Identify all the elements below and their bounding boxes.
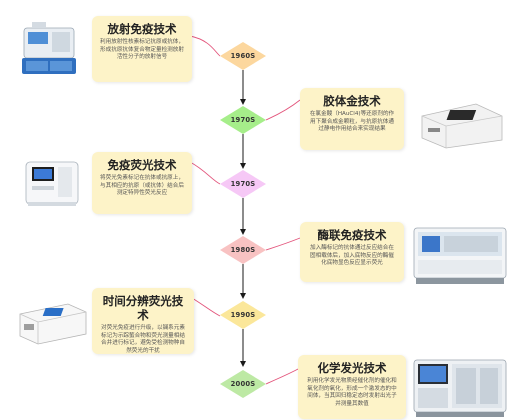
card-connector <box>191 297 221 317</box>
card-title: 胶体金技术 <box>323 94 381 108</box>
year-label: 1970S <box>230 180 256 188</box>
card-connector <box>265 237 301 251</box>
year-label: 1980S <box>230 246 256 254</box>
card-colloidal-gold: 胶体金技术 在氯金酸（HAuCl4)等还原剂的作用下聚合成金颗粒，与抗原抗体通过… <box>300 88 404 150</box>
card-title: 免疫荧光技术 <box>107 158 177 172</box>
card-connector <box>265 367 301 385</box>
card-title: 化学发光技术 <box>317 361 387 375</box>
card-title: 酶联免疫技术 <box>317 228 387 242</box>
card-desc: 在氯金酸（HAuCl4)等还原剂的作用下聚合成金颗粒，与抗原抗体通过静电作用结合… <box>309 111 395 133</box>
card-desc: 对荧光免疫进行升级，以镧系元素标记为示踪螯合物和荧光测量相结合并进行标记，避免受… <box>101 325 185 354</box>
card-chemiluminescence: 化学发光技术 利用化学发光物质经催化剂的催化和氧化剂的氧化，形成一个激发态的中间… <box>298 355 406 419</box>
card-immunofluorescence: 免疫荧光技术 将荧光免素标记在抗体或抗原上，与其相应的抗原（或抗体）结合后测定特… <box>92 152 192 214</box>
elisa-analyzer-icon <box>413 227 507 284</box>
card-desc: 将荧光免素标记在抗体或抗原上，与其相应的抗原（或抗体）结合后测定特异性荧光反应 <box>100 175 184 197</box>
year-label: 2000S <box>230 380 256 388</box>
card-elisa: 酶联免疫技术 加入酶标记的抗体通过反应结合在固相载体后，加入底物反应的酶催化底物… <box>300 222 404 282</box>
card-desc: 利用化学发光物质经催化剂的催化和氧化剂的氧化，形成一个激发态的中间体，当其回归稳… <box>307 378 397 407</box>
colloidal-gold-reader-icon <box>421 103 503 149</box>
chemiluminescence-analyzer-icon <box>413 359 507 417</box>
card-time-resolved-fluorescence: 时间分辨荧光技术 对荧光免疫进行升级，以镧系元素标记为示踪螯合物和荧光测量相结合… <box>92 288 194 354</box>
card-desc: 利用放射性核素标记抗原或抗体，形成抗原抗体复合物定量检测放射活性分子的放射信号 <box>100 39 184 61</box>
card-connector <box>189 161 221 185</box>
year-label: 1960S <box>230 52 256 60</box>
card-radioimmunoassay: 放射免疫技术 利用放射性核素标记抗原或抗体，形成抗原抗体复合物定量检测放射活性分… <box>92 16 192 82</box>
card-title: 放射免疫技术 <box>107 22 177 36</box>
card-connector <box>189 35 221 57</box>
fluorescence-analyzer-icon <box>25 161 79 206</box>
immunoassay-analyzer-icon <box>22 22 76 74</box>
card-title: 时间分辨荧光技术 <box>102 294 184 322</box>
card-desc: 加入酶标记的抗体通过反应结合在固相载体后，加入底物反应的酶催化底物显色反应显示荧… <box>310 245 394 267</box>
card-connector <box>265 99 301 121</box>
trf-analyzer-icon <box>19 303 87 345</box>
year-label: 1970S <box>230 116 256 124</box>
year-label: 1990S <box>230 311 256 319</box>
